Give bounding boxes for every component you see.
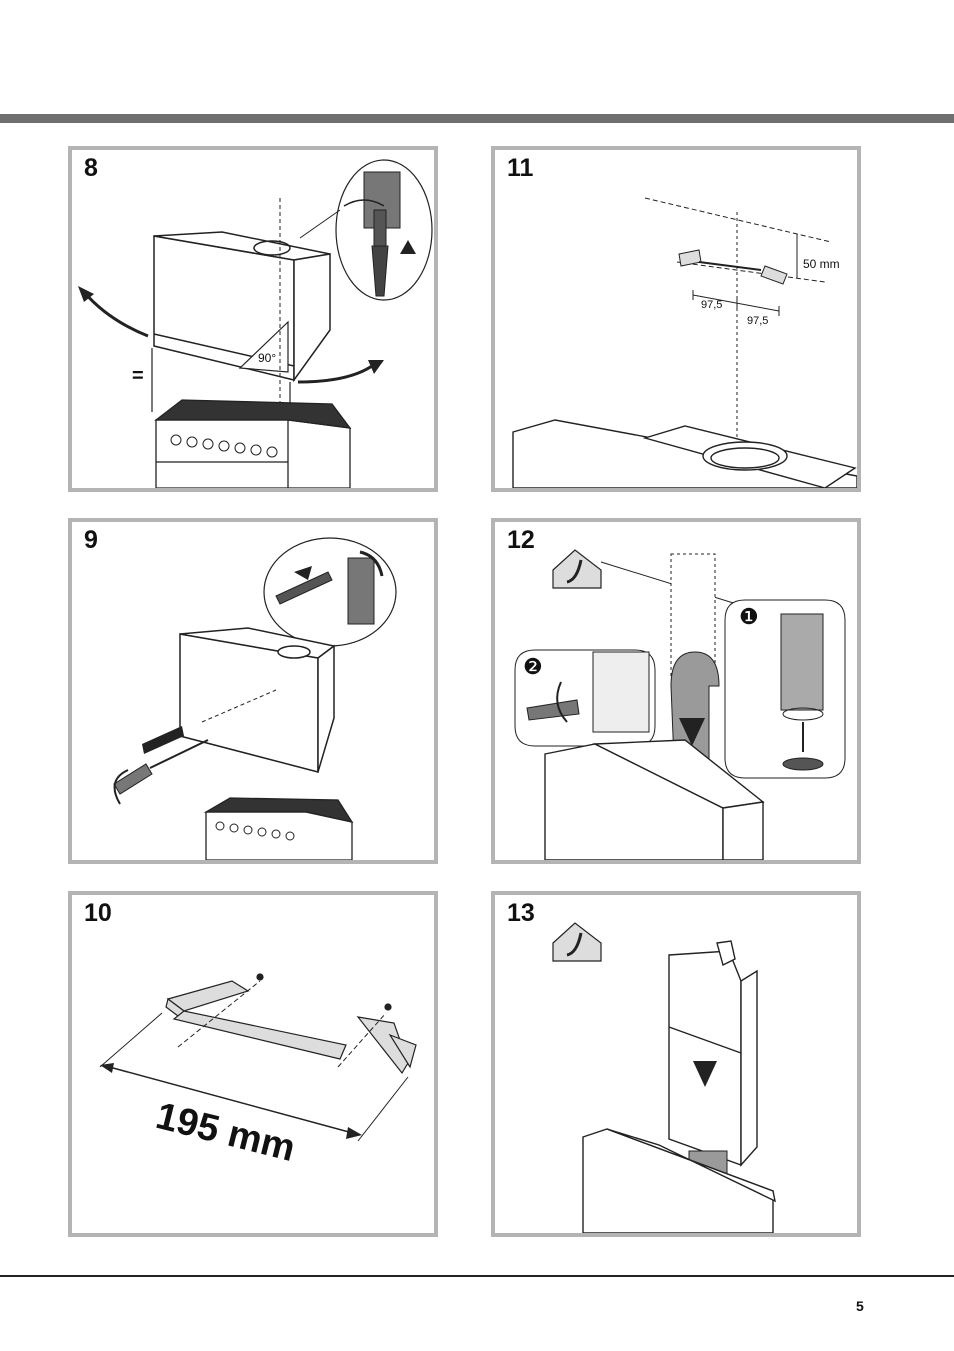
cooker (206, 798, 352, 860)
hood-top (513, 420, 857, 488)
ceiling-line (645, 198, 831, 242)
step-10-illustration: 195 mm (72, 895, 434, 1233)
detail-magnifier (264, 538, 396, 646)
bracket-right (358, 1004, 416, 1073)
callout-1: ❶ (739, 604, 759, 629)
ceiling-bracket (679, 250, 787, 284)
swing-arrow-left (84, 292, 148, 336)
detail-2-bubble: ❷ (515, 650, 655, 746)
extension-right (358, 1077, 408, 1141)
house-vent-icon (553, 923, 601, 961)
step-number: 13 (507, 899, 535, 928)
step-13-illustration (495, 895, 857, 1233)
detail-1-bubble: ❶ (725, 600, 845, 778)
step-11-panel: 11 50 mm 97,5 97,5 (491, 146, 861, 492)
footer-rule (0, 1275, 954, 1277)
bracket-left (166, 974, 263, 1019)
width-label: 195 mm (152, 1095, 300, 1170)
offset-label: 50 mm (803, 257, 840, 271)
step-number: 8 (84, 154, 98, 183)
page-number: 5 (856, 1298, 864, 1314)
step-9-panel: 9 (68, 518, 438, 864)
house-vent-icon (553, 550, 601, 588)
angle-label: 90° (258, 351, 276, 365)
step-10-panel: 10 195 mm (68, 891, 438, 1237)
step-number: 12 (507, 526, 535, 555)
step-8-panel: 8 90° (68, 146, 438, 492)
step-number: 11 (507, 154, 533, 183)
hood-body (180, 628, 334, 772)
half-left-label: 97,5 (701, 299, 722, 311)
step-number: 9 (84, 526, 98, 555)
equal-left: = (132, 365, 144, 387)
step-number: 10 (84, 899, 112, 928)
header-bar (0, 114, 954, 123)
hood-body (154, 232, 330, 380)
cooker (156, 400, 350, 488)
chimney-cover (669, 941, 757, 1165)
push-arrow (142, 726, 184, 754)
extension-left (100, 1013, 162, 1067)
connection-plate (174, 1011, 346, 1059)
step-9-illustration (72, 522, 434, 860)
step-13-panel: 13 (491, 891, 861, 1237)
step-12-illustration: ❶ ❷ (495, 522, 857, 860)
step-12-panel: 12 ❶ ❷ (491, 518, 861, 864)
half-right-label: 97,5 (747, 315, 768, 327)
callout-2: ❷ (523, 654, 543, 679)
swing-arrow-right (298, 366, 372, 382)
step-11-illustration: 50 mm 97,5 97,5 (495, 150, 857, 488)
step-8-illustration: 90° = = (72, 150, 434, 488)
